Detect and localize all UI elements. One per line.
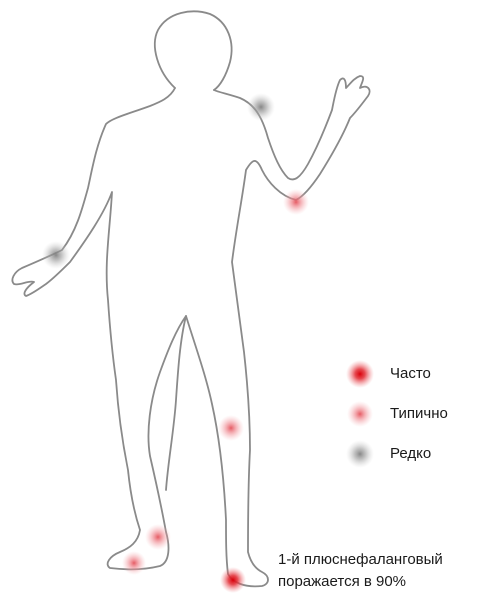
legend-label-frequent: Часто [390,365,431,382]
joint-right-midfoot [122,551,146,575]
legend-label-typical: Типично [390,405,448,422]
legend-label-rare: Редко [390,445,431,462]
mtp-note-line-1: 1-й плюснефаланговый [278,549,488,571]
mtp-note-line-2: поражается в 90% [278,571,488,593]
legend-item-rare: Редко [340,438,485,478]
joint-right-ankle [145,524,171,550]
joint-left-knee [218,415,244,441]
legend: Часто Типично Ре [340,358,485,478]
frequent-marker-icon [340,358,380,390]
joint-left-shoulder [247,93,275,121]
legend-item-typical: Типично [340,398,485,438]
rare-marker-icon [340,438,380,470]
joint-right-wrist [42,241,70,269]
body-outline [12,11,369,586]
joint-first-mtp [220,567,246,593]
mtp-note: 1-й плюснефаланговый поражается в 90% [278,549,488,593]
typical-marker-icon [340,398,380,430]
joint-left-elbow [283,189,309,215]
joint-markers [42,93,309,593]
legend-item-frequent: Часто [340,358,485,398]
